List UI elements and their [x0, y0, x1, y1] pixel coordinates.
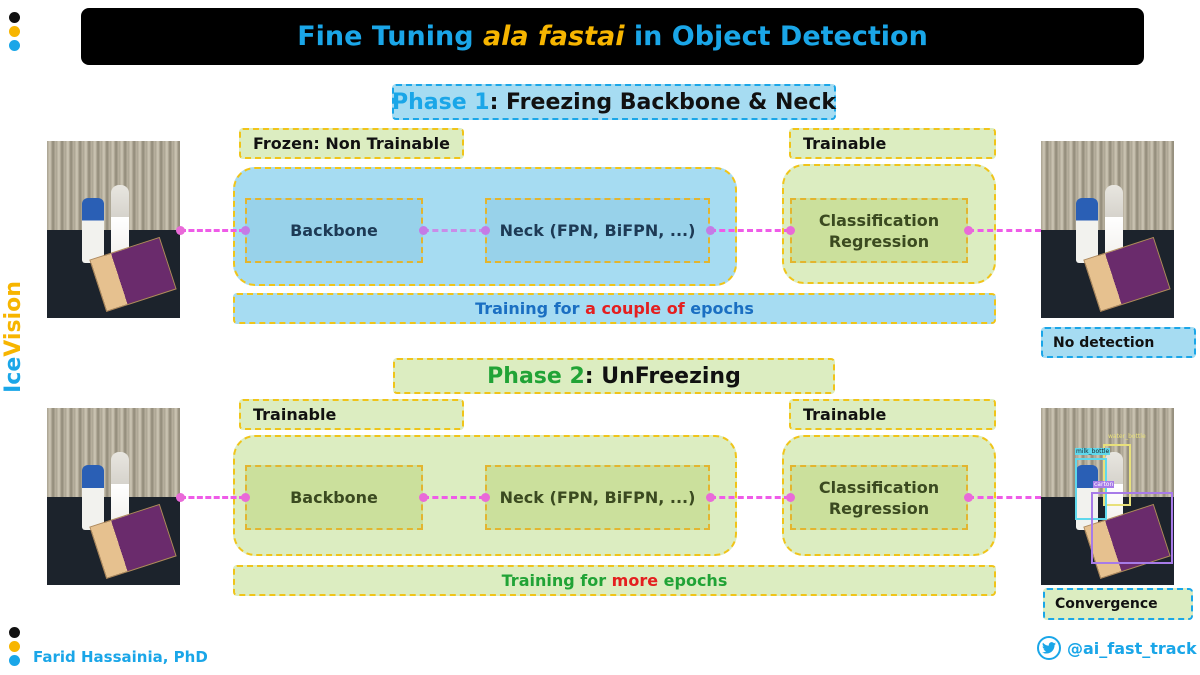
phase1-training-banner: Training for a couple of epochs — [233, 293, 996, 324]
decor-dot — [9, 12, 20, 23]
phase1-result-label: No detection — [1041, 327, 1196, 358]
connector — [180, 496, 245, 499]
phase2-title-text: : UnFreezing — [584, 363, 741, 389]
head-regression: Regression — [828, 498, 930, 518]
brand-ice: Ice — [1, 356, 26, 393]
head-regression: Regression — [828, 231, 930, 251]
head-classification: Classification — [818, 477, 940, 497]
connector — [423, 496, 485, 499]
decor-dot — [9, 641, 20, 652]
connector-node — [786, 493, 795, 502]
phase1-number: Phase 1 — [391, 89, 490, 115]
connector-node — [706, 226, 715, 235]
twitter-bird-icon — [1037, 636, 1061, 660]
banner-highlight: a couple of — [585, 299, 685, 318]
phase1-backbone: Backbone — [245, 198, 423, 263]
detection-label: water_bottle — [1108, 433, 1146, 440]
connector — [710, 496, 790, 499]
connector-node — [964, 493, 973, 502]
phase2-number: Phase 2 — [487, 363, 585, 389]
phase2-title: Phase 2: UnFreezing — [393, 358, 835, 394]
phase2-backbone-trainable-label: Trainable — [239, 399, 464, 430]
detection-box-carton — [1091, 492, 1173, 564]
decor-dot — [9, 627, 20, 638]
connector — [710, 229, 790, 232]
page-title: Fine Tuning ala fastai in Object Detecti… — [81, 8, 1144, 65]
detection-box-water-bottle — [1103, 444, 1131, 506]
banner-text: epochs — [658, 571, 728, 590]
decor-dot — [9, 40, 20, 51]
detection-label: carton — [1093, 481, 1115, 488]
connector-node — [786, 226, 795, 235]
connector-node — [241, 493, 250, 502]
connector — [968, 229, 1041, 232]
phase2-training-banner: Training for more epochs — [233, 565, 996, 596]
connector-node — [964, 226, 973, 235]
connector-node — [706, 493, 715, 502]
connector-node — [481, 226, 490, 235]
twitter-handle[interactable]: @ai_fast_track — [1037, 636, 1197, 660]
head-classification: Classification — [818, 210, 940, 230]
phase2-neck: Neck (FPN, BiFPN, ...) — [485, 465, 710, 530]
phase2-result-label: Convergence — [1043, 588, 1193, 620]
banner-text: epochs — [684, 299, 754, 318]
title-emphasis: ala fastai — [482, 21, 625, 52]
connector — [180, 229, 245, 232]
connector — [423, 229, 485, 232]
input-image — [47, 141, 180, 318]
phase1-head-trainable-label: Trainable — [789, 128, 996, 159]
phase2-head-trainable-label: Trainable — [789, 399, 996, 430]
decor-dot — [9, 26, 20, 37]
connector-node — [241, 226, 250, 235]
connector-node — [419, 493, 428, 502]
icevision-brand: IceVision — [1, 277, 31, 397]
input-image — [47, 408, 180, 585]
phase1-title: Phase 1: Freezing Backbone & Neck — [392, 84, 836, 120]
phase2-backbone: Backbone — [245, 465, 423, 530]
twitter-handle-text: @ai_fast_track — [1067, 638, 1197, 658]
title-text: in Object Detection — [633, 21, 928, 52]
detection-label: milk_bottle — [1075, 448, 1111, 455]
decor-dot — [9, 655, 20, 666]
phase1-frozen-label: Frozen: Non Trainable — [239, 128, 464, 159]
output-image-no-detection — [1041, 141, 1174, 318]
banner-text: Training for — [475, 299, 586, 318]
connector-node — [419, 226, 428, 235]
output-image-detections: water_bottle milk_bottle carton — [1041, 408, 1174, 585]
phase1-neck: Neck (FPN, BiFPN, ...) — [485, 198, 710, 263]
brand-vision: Vision — [1, 281, 26, 357]
banner-text: Training for — [501, 571, 612, 590]
banner-highlight: more — [611, 571, 659, 590]
author-credit: Farid Hassainia, PhD — [33, 648, 208, 666]
connector-node — [176, 493, 185, 502]
connector — [968, 496, 1041, 499]
connector-node — [481, 493, 490, 502]
phase1-title-text: : Freezing Backbone & Neck — [489, 89, 837, 115]
title-text: Fine Tuning — [297, 21, 474, 52]
connector-node — [176, 226, 185, 235]
